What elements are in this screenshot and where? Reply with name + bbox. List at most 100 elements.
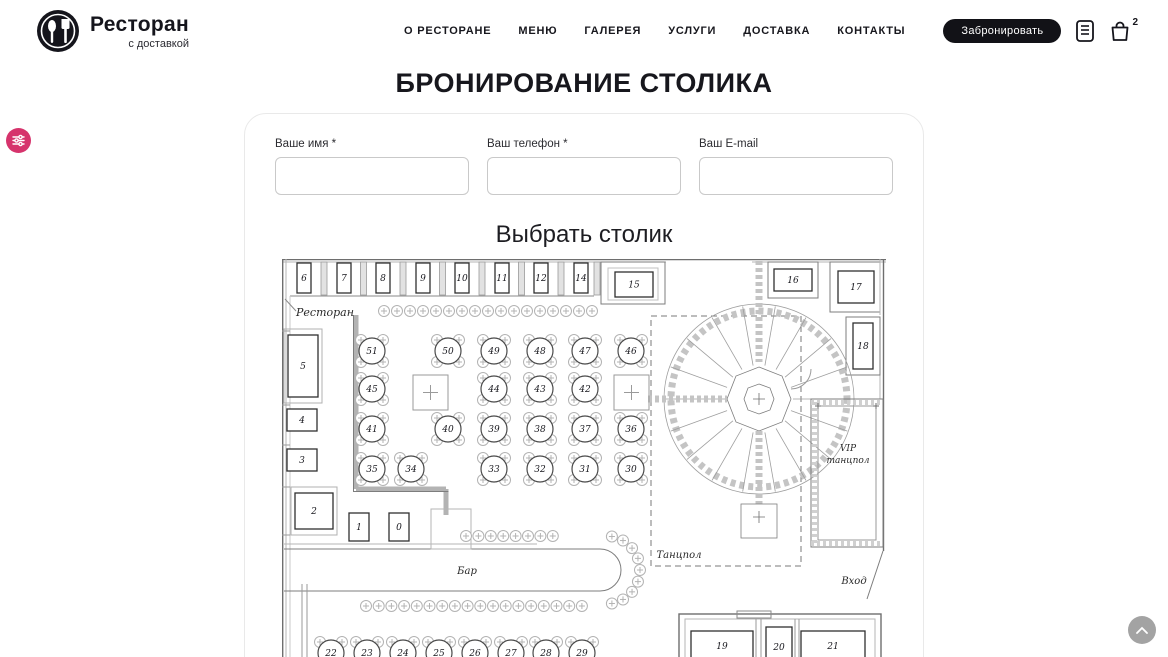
svg-text:10: 10	[456, 274, 468, 284]
main-nav: О РЕСТОРАНЕ МЕНЮ ГАЛЕРЕЯ УСЛУГИ ДОСТАВКА…	[404, 25, 905, 37]
table-43[interactable]: 43	[523, 372, 557, 406]
nav-delivery[interactable]: ДОСТАВКА	[743, 25, 811, 37]
scroll-to-top-button[interactable]	[1128, 616, 1156, 644]
svg-text:45: 45	[365, 385, 378, 395]
table-45[interactable]: 45	[355, 372, 389, 406]
header: Ресторан с доставкой О РЕСТОРАНЕ МЕНЮ ГА…	[0, 0, 1168, 56]
table-2[interactable]: 2	[294, 492, 334, 530]
table-22[interactable]: 22	[314, 636, 348, 657]
table-4[interactable]: 4	[286, 408, 318, 432]
nav-services[interactable]: УСЛУГИ	[668, 25, 717, 37]
table-23[interactable]: 23	[350, 636, 384, 657]
svg-text:43: 43	[533, 385, 546, 395]
email-input[interactable]	[699, 157, 893, 195]
cart-button[interactable]: 2	[1109, 17, 1138, 42]
area-label: Вход	[840, 576, 866, 587]
table-1[interactable]: 1	[348, 512, 370, 542]
table-25[interactable]: 25	[422, 636, 456, 657]
email-label: Ваш E-mail	[699, 138, 759, 150]
table-31[interactable]: 31	[568, 452, 602, 486]
table-24[interactable]: 24	[386, 636, 420, 657]
table-15[interactable]: 15	[614, 271, 654, 298]
svg-text:1: 1	[356, 523, 362, 533]
table-6[interactable]: 6	[296, 262, 312, 294]
table-14[interactable]: 14	[573, 262, 589, 294]
table-26[interactable]: 26	[458, 636, 492, 657]
table-30[interactable]: 30	[614, 452, 648, 486]
order-list-button[interactable]	[1075, 20, 1095, 42]
table-50[interactable]: 50	[431, 334, 465, 368]
table-49[interactable]: 49	[477, 334, 511, 368]
svg-text:28: 28	[539, 649, 552, 657]
table-21[interactable]: 21	[800, 630, 866, 657]
table-5[interactable]: 5	[287, 334, 319, 398]
nav-contacts[interactable]: КОНТАКТЫ	[837, 25, 906, 37]
nav-gallery[interactable]: ГАЛЕРЕЯ	[584, 25, 642, 37]
svg-text:6: 6	[301, 274, 307, 284]
choose-table-heading: Выбрать столик	[495, 221, 673, 248]
svg-text:21: 21	[826, 642, 838, 652]
table-39[interactable]: 39	[477, 412, 511, 446]
table-12[interactable]: 12	[533, 262, 549, 294]
table-9[interactable]: 9	[415, 262, 431, 294]
shopping-bag-icon	[1112, 21, 1129, 41]
table-36[interactable]: 36	[614, 412, 648, 446]
settings-fab[interactable]	[6, 128, 31, 153]
table-42[interactable]: 42	[568, 372, 602, 406]
table-17[interactable]: 17	[837, 270, 875, 304]
table-11[interactable]: 11	[494, 262, 510, 294]
table-37[interactable]: 37	[568, 412, 602, 446]
table-19[interactable]: 19	[690, 630, 754, 657]
table-40[interactable]: 40	[431, 412, 465, 446]
table-33[interactable]: 33	[477, 452, 511, 486]
svg-text:44: 44	[487, 385, 500, 395]
nav-about[interactable]: О РЕСТОРАНЕ	[404, 25, 492, 37]
table-3[interactable]: 3	[286, 448, 318, 472]
book-table-button[interactable]: Забронировать	[943, 19, 1062, 43]
svg-text:40: 40	[441, 425, 454, 435]
table-41[interactable]: 41	[355, 412, 389, 446]
name-input[interactable]	[275, 157, 469, 195]
svg-text:8: 8	[380, 274, 386, 284]
area-label: Бар	[456, 566, 477, 577]
restaurant-logo-icon	[37, 10, 79, 52]
booking-card: Ваше имя * Ваш телефон * Ваш E-mail Выбр…	[244, 113, 924, 657]
table-44[interactable]: 44	[477, 372, 511, 406]
table-7[interactable]: 7	[336, 262, 352, 294]
logo[interactable]: Ресторан с доставкой	[36, 9, 189, 53]
table-27[interactable]: 27	[494, 636, 528, 657]
svg-text:35: 35	[366, 465, 378, 475]
svg-text:22: 22	[324, 649, 337, 657]
svg-text:12: 12	[535, 274, 547, 284]
table-16[interactable]: 16	[773, 268, 813, 292]
table-10[interactable]: 10	[454, 262, 470, 294]
table-38[interactable]: 38	[523, 412, 557, 446]
svg-text:0: 0	[396, 523, 402, 533]
table-18[interactable]: 18	[852, 322, 874, 370]
table-46[interactable]: 46	[614, 334, 648, 368]
table-0[interactable]: 0	[388, 512, 410, 542]
svg-text:36: 36	[625, 425, 637, 435]
svg-text:41: 41	[365, 425, 377, 435]
svg-text:14: 14	[575, 274, 587, 284]
table-35[interactable]: 35	[355, 452, 389, 486]
svg-text:33: 33	[488, 465, 500, 475]
svg-text:3: 3	[299, 456, 305, 466]
table-47[interactable]: 47	[568, 334, 602, 368]
table-32[interactable]: 32	[523, 452, 557, 486]
svg-text:4: 4	[298, 416, 305, 426]
area-label: Танцпол	[656, 550, 701, 561]
nav-menu[interactable]: МЕНЮ	[518, 25, 558, 37]
area-label: Ресторан	[295, 306, 354, 319]
table-29[interactable]: 29	[565, 636, 599, 657]
phone-input[interactable]	[487, 157, 681, 195]
table-28[interactable]: 28	[529, 636, 563, 657]
table-20[interactable]: 20	[765, 626, 793, 657]
svg-text:51: 51	[366, 347, 377, 357]
chevron-up-icon	[1136, 626, 1148, 634]
table-8[interactable]: 8	[375, 262, 391, 294]
svg-text:49: 49	[487, 347, 500, 357]
table-34[interactable]: 34	[394, 452, 428, 486]
table-51[interactable]: 51	[355, 334, 389, 368]
table-48[interactable]: 48	[523, 334, 557, 368]
